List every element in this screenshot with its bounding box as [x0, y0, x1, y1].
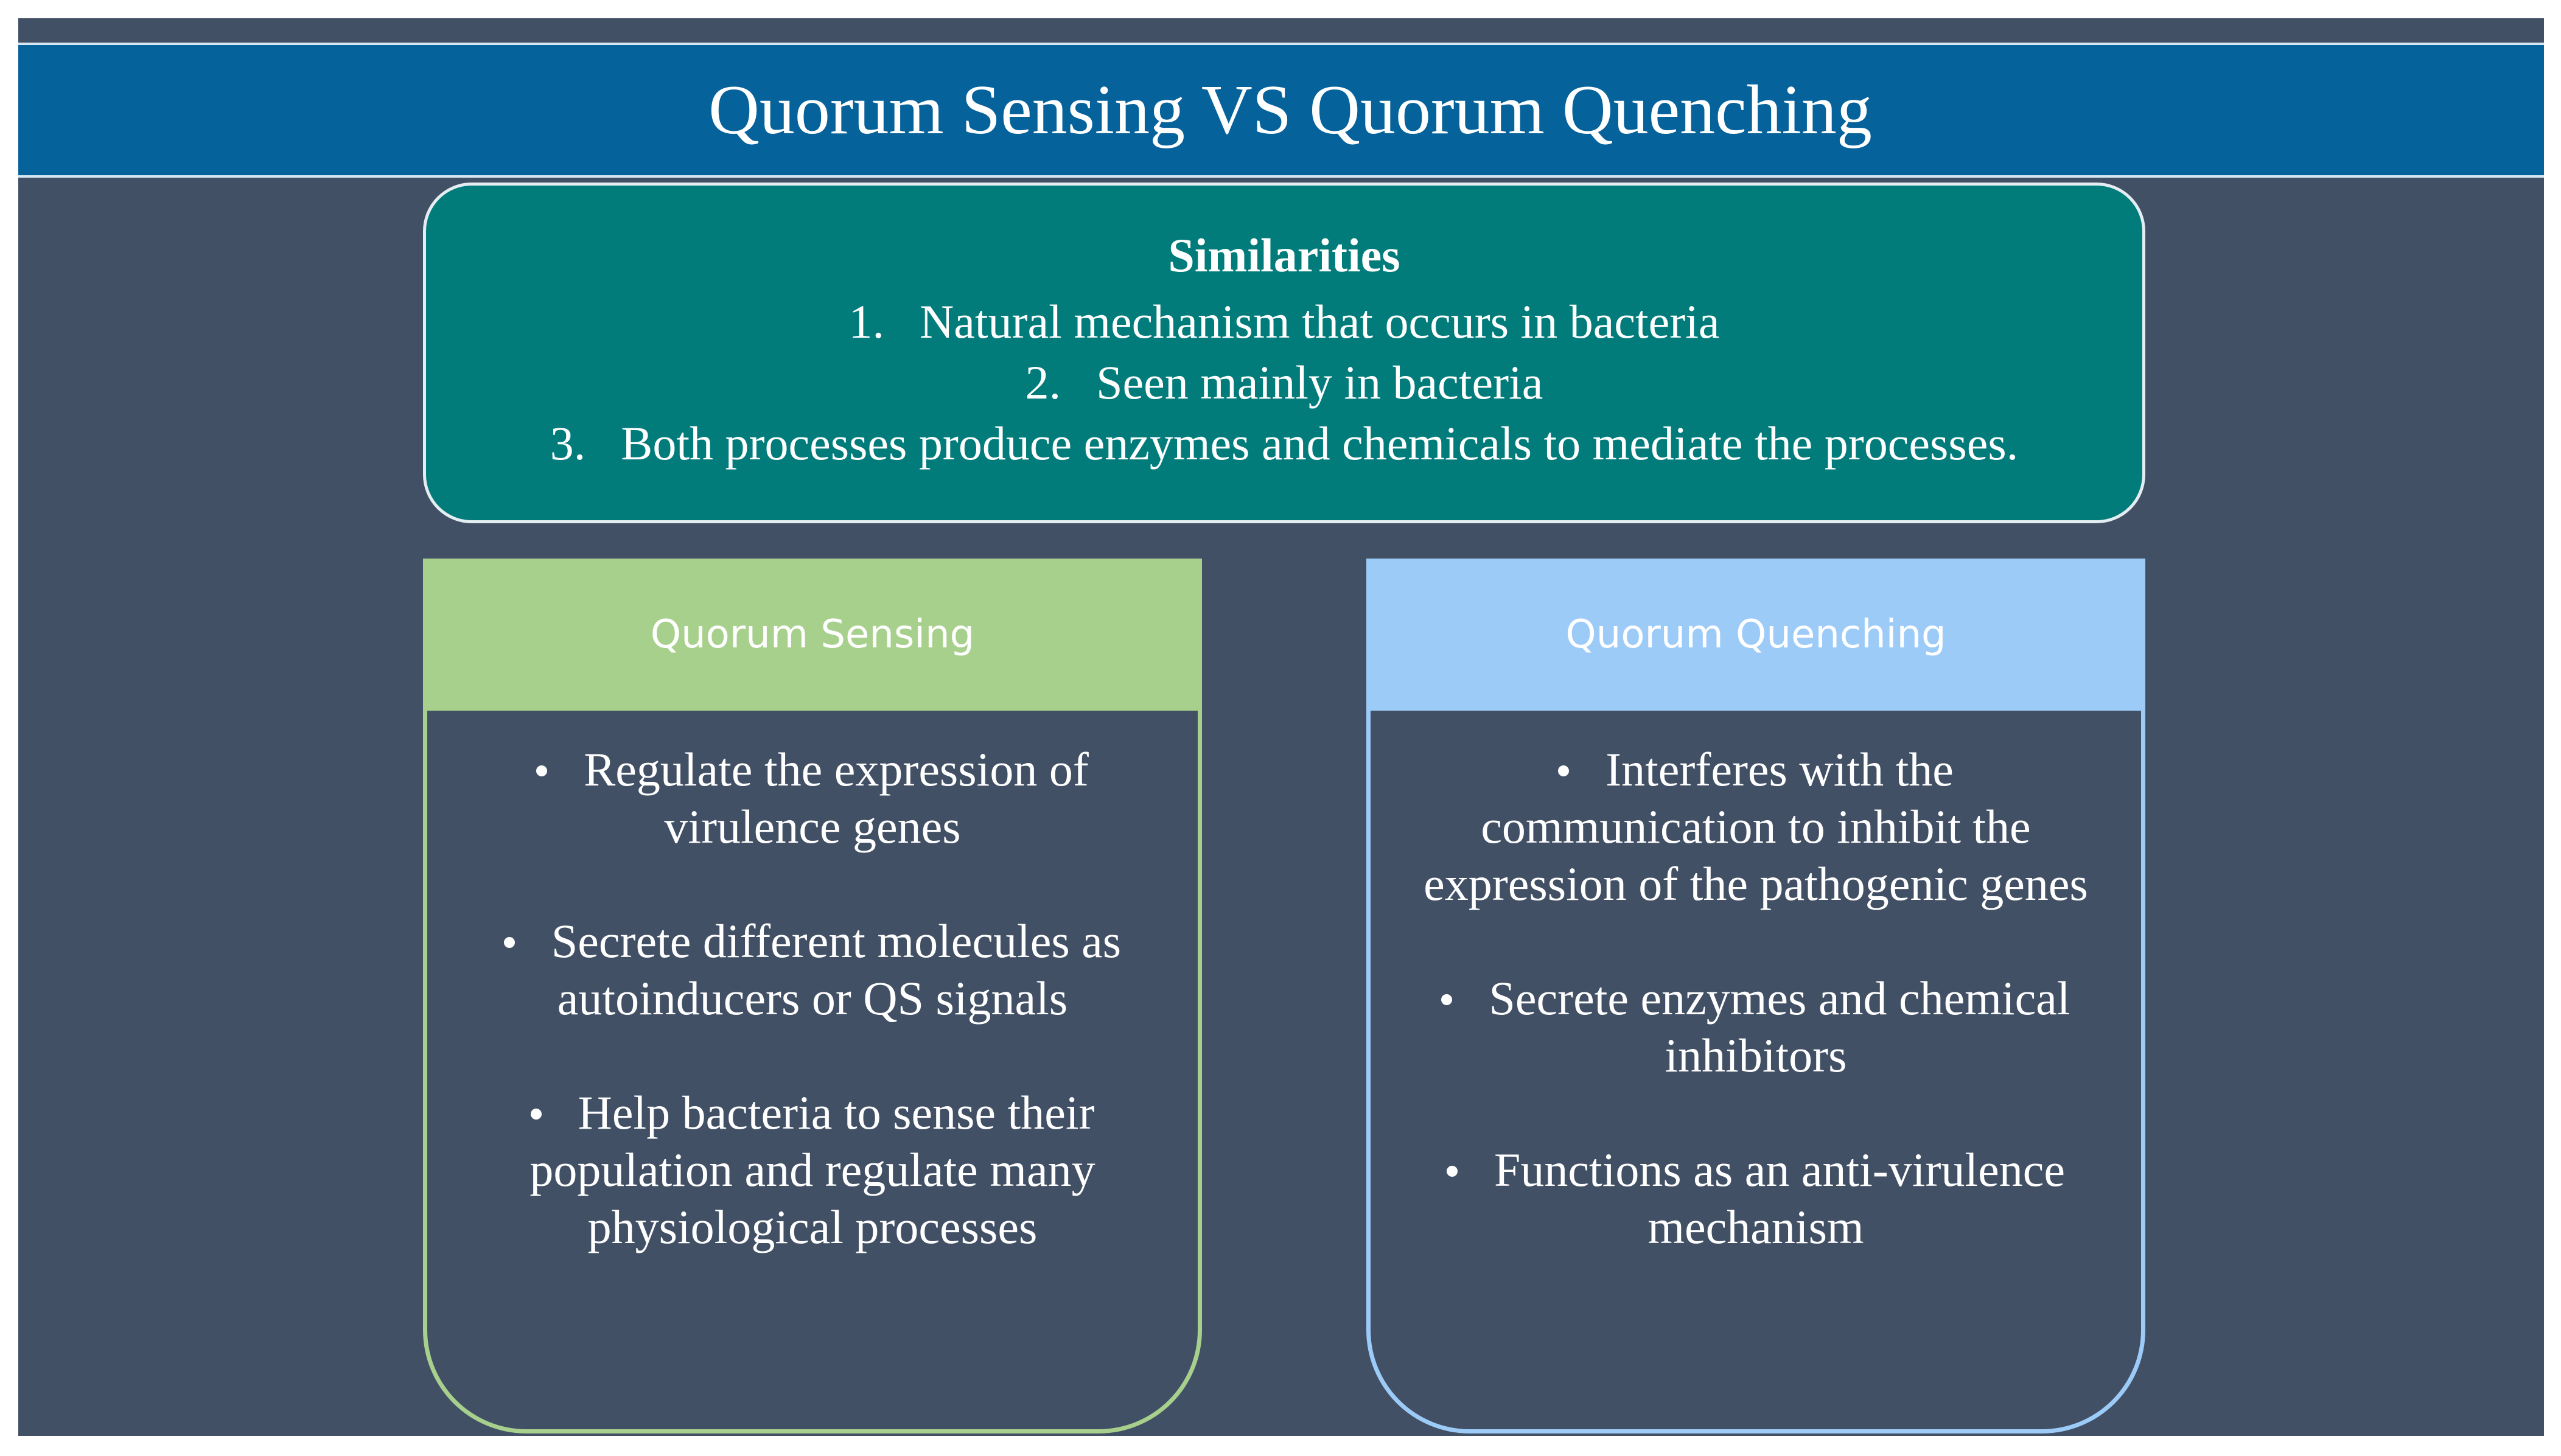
quorum-quenching-item-text: Interferes with the communication to inh… — [1424, 743, 2088, 910]
slide-title: Quorum Sensing VS Quorum Quenching — [708, 71, 1872, 149]
quorum-sensing-item-text: Help bacteria to sense their population … — [529, 1086, 1095, 1253]
quorum-sensing-header: Quorum Sensing — [423, 559, 1202, 711]
similarity-item: 2. Seen mainly in bacteria — [426, 352, 2142, 413]
bullet-dot-icon — [530, 1109, 542, 1120]
quorum-quenching-header: Quorum Quenching — [1366, 559, 2145, 711]
bullet-dot-icon — [503, 937, 515, 949]
quorum-quenching-item: Interferes with the communication to inh… — [1371, 741, 2141, 913]
similarity-number: 1. — [848, 295, 884, 348]
quorum-quenching-list: Interferes with the communication to inh… — [1371, 741, 2141, 1313]
quorum-sensing-item: Secrete different molecules as autoinduc… — [427, 913, 1198, 1027]
similarity-number: 3. — [550, 417, 586, 470]
quorum-sensing-item: Help bacteria to sense their population … — [427, 1084, 1198, 1256]
quorum-quenching-item-text: Functions as an anti-virulence mechanism — [1494, 1143, 2065, 1253]
quorum-sensing-item: Regulate the expression of virulence gen… — [427, 741, 1198, 855]
slide: Quorum Sensing VS Quorum Quenching Simil… — [18, 18, 2544, 1436]
quorum-quenching-item: Secrete enzymes and chemical inhibitors — [1371, 970, 2141, 1084]
title-band: Quorum Sensing VS Quorum Quenching — [18, 43, 2544, 178]
quorum-quenching-panel: Interferes with the communication to inh… — [1366, 711, 2145, 1433]
quorum-sensing-item-text: Regulate the expression of virulence gen… — [584, 743, 1089, 853]
bullet-dot-icon — [1441, 994, 1453, 1006]
similarity-text: Both processes produce enzymes and chemi… — [621, 417, 2019, 470]
similarity-number: 2. — [1025, 356, 1061, 409]
similarity-text: Natural mechanism that occurs in bacteri… — [919, 295, 1720, 348]
similarity-item: 3. Both processes produce enzymes and che… — [426, 413, 2142, 474]
bullet-dot-icon — [1447, 1166, 1458, 1177]
similarity-text: Seen mainly in bacteria — [1096, 356, 1543, 409]
quorum-sensing-item-text: Secrete different molecules as autoinduc… — [551, 914, 1122, 1025]
bullet-dot-icon — [1558, 765, 1570, 777]
similarity-item: 1. Natural mechanism that occurs in bacte… — [426, 291, 2142, 352]
quorum-sensing-list: Regulate the expression of virulence gen… — [427, 741, 1198, 1313]
quorum-sensing-panel: Regulate the expression of virulence gen… — [423, 711, 1202, 1433]
quorum-sensing-header-label: Quorum Sensing — [650, 612, 975, 657]
bullet-dot-icon — [536, 765, 548, 777]
quorum-quenching-header-label: Quorum Quenching — [1565, 612, 1946, 657]
similarities-box: Similarities 1. Natural mechanism that oc… — [423, 183, 2145, 523]
similarities-heading: Similarities — [1168, 229, 1400, 282]
quorum-quenching-item: Functions as an anti-virulence mechanism — [1371, 1141, 2141, 1256]
similarities-list: 1. Natural mechanism that occurs in bacte… — [426, 291, 2142, 474]
quorum-quenching-item-text: Secrete enzymes and chemical inhibitors — [1489, 972, 2070, 1082]
